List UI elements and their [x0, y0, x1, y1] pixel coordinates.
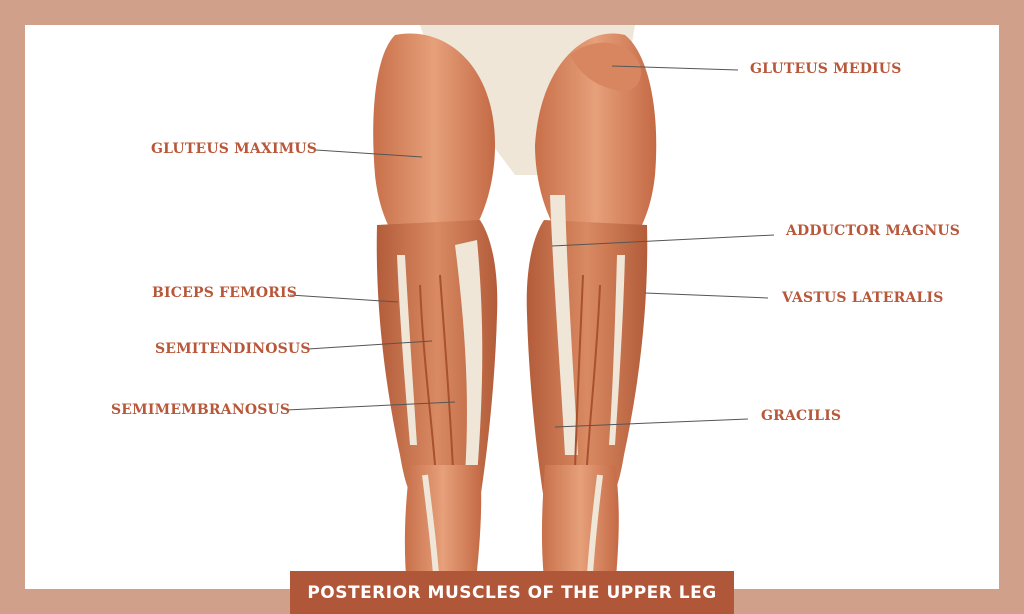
left-gluteus-maximus: [373, 33, 495, 262]
posterior-leg-muscle-illustration: [373, 25, 657, 589]
label-gracilis: GRACILIS: [761, 408, 842, 424]
label-biceps-femoris: BICEPS FEMORIS: [152, 285, 298, 301]
diagram-title: POSTERIOR MUSCLES OF THE UPPER LEG: [307, 582, 717, 603]
label-semimembranosus: SEMIMEMBRANOSUS: [111, 402, 291, 418]
label-gluteus-medius: GLUTEUS MEDIUS: [750, 61, 902, 77]
title-banner: POSTERIOR MUSCLES OF THE UPPER LEG: [290, 571, 734, 614]
label-semitendinosus: SEMITENDINOSUS: [155, 341, 311, 357]
left-calf: [404, 465, 482, 589]
label-gluteus-maximus: GLUTEUS MAXIMUS: [151, 141, 318, 157]
label-vastus-lateralis: VASTUS LATERALIS: [782, 290, 944, 306]
label-adductor-magnus: ADDUCTOR MAGNUS: [786, 223, 961, 239]
gluteus-medius-shape: [570, 42, 641, 92]
diagram-frame: [25, 25, 999, 589]
